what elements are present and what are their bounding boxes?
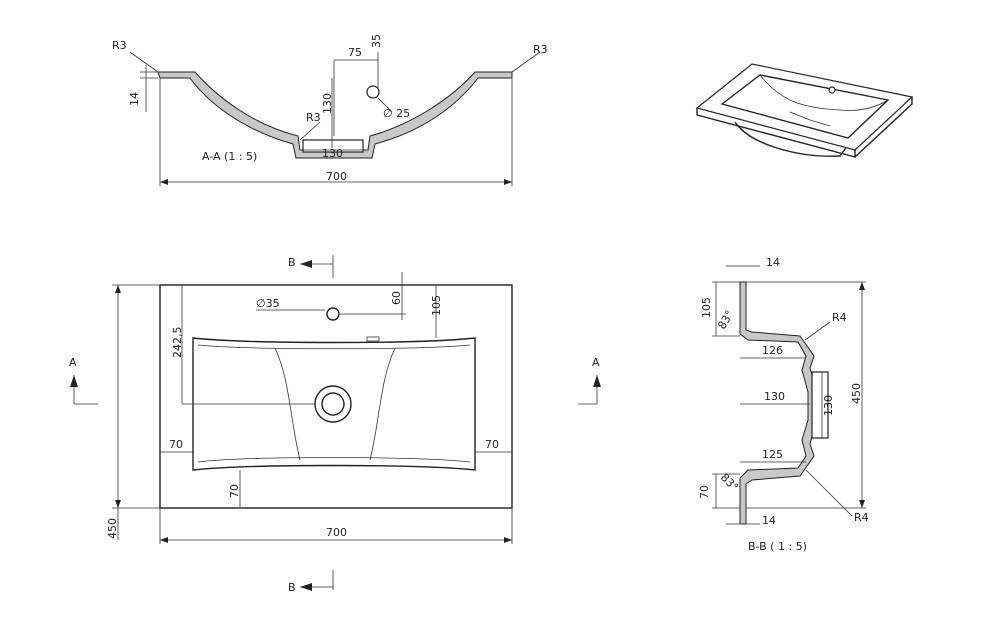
bb-label-130-v: 130: [822, 395, 835, 416]
bb-label-130-h: 130: [764, 390, 785, 403]
plan-tap-hole: [326, 307, 340, 321]
section-bb: 14 14 105 83° R4 126 130 130 450 125 70 …: [698, 256, 869, 553]
aa-label-diameter-25: ∅ 25: [383, 107, 410, 120]
section-aa-drain: [302, 139, 364, 153]
aa-label-130-v: 130: [321, 93, 334, 114]
aa-label-r3-left: R3: [112, 39, 127, 52]
aa-label-r3-bottom: R3: [306, 111, 321, 124]
aa-label-14: 14: [128, 92, 141, 106]
bb-label-126: 126: [762, 344, 783, 357]
plan-drain-inner: [321, 392, 345, 416]
aa-label-75: 75: [348, 46, 362, 59]
aa-label-700: 700: [326, 170, 347, 183]
plan-label-700: 700: [326, 526, 347, 539]
bb-label-r4-bottom: R4: [854, 511, 869, 524]
bb-title: B-B ( 1 : 5): [748, 540, 807, 553]
plan-label-242-5: 242,5: [171, 327, 184, 359]
plan-marker-a-left: A: [69, 356, 77, 369]
section-bb-drain: [811, 371, 829, 439]
isometric-view: [695, 63, 914, 158]
bb-label-450: 450: [850, 383, 863, 404]
aa-label-r3-right: R3: [533, 43, 548, 56]
plan-label-diameter-35: ∅35: [256, 297, 280, 310]
plan-drain-outer: [314, 385, 352, 423]
plan-overflow: [366, 336, 380, 342]
iso-tap-hole: [828, 86, 836, 94]
plan-marker-b-bottom: B: [288, 581, 296, 594]
bb-label-14-bottom: 14: [762, 514, 776, 527]
aa-title: A-A (1 : 5): [202, 150, 257, 163]
bb-label-105: 105: [700, 297, 713, 318]
plan-label-70-left: 70: [169, 438, 183, 451]
plan-label-70-right: 70: [485, 438, 499, 451]
aa-label-35: 35: [370, 34, 383, 48]
bb-label-angle-top: 83°: [715, 308, 736, 331]
plan-marker-a-right: A: [592, 356, 600, 369]
bb-label-r4-top: R4: [832, 311, 847, 324]
bb-label-125: 125: [762, 448, 783, 461]
plan-view: B B A A 242,5 ∅35 60 105 70 70 70 4: [69, 255, 601, 594]
aa-label-130-h: 130: [322, 147, 343, 160]
section-aa-tap-hole: [366, 85, 380, 99]
plan-outline: [159, 284, 513, 509]
plan-label-450: 450: [106, 518, 119, 539]
section-bb-profile: [739, 281, 819, 525]
plan-label-70-bottom: 70: [228, 484, 241, 498]
iso-underside: [734, 121, 849, 157]
bb-label-14-top: 14: [766, 256, 780, 269]
section-aa: R3 R3 75 35 14 130 ∅ 25 R3 130 700 A-A (…: [112, 34, 548, 186]
bb-label-70: 70: [698, 485, 711, 499]
plan-label-60: 60: [390, 291, 403, 305]
plan-basin-outline: [192, 337, 476, 471]
plan-label-105: 105: [430, 295, 443, 316]
plan-marker-b-top: B: [288, 256, 296, 269]
